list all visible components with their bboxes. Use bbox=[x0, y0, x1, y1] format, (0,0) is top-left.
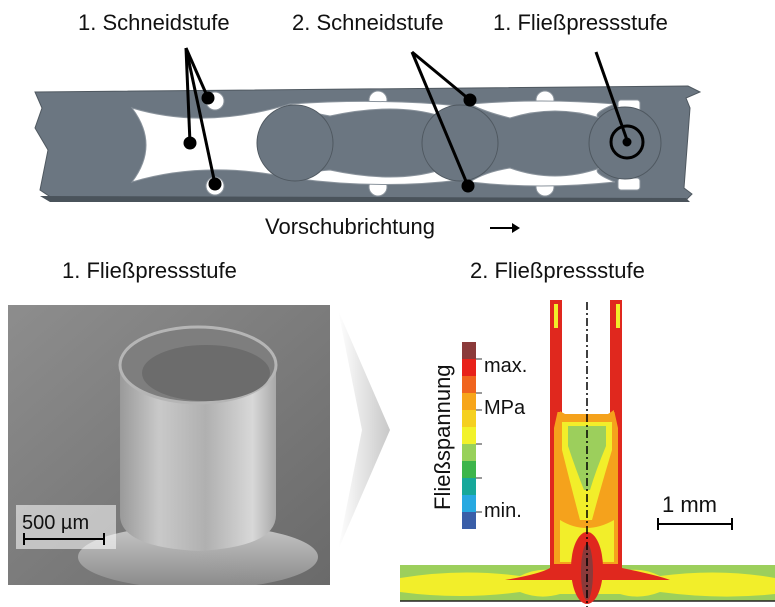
legend-title: Fließspannung bbox=[430, 364, 455, 510]
label-extrusion-stage-1: 1. Fließpressstufe bbox=[493, 10, 668, 35]
sem-photo: 500 µm bbox=[8, 305, 330, 585]
transition-arrow-icon bbox=[338, 310, 390, 550]
legend-swatch-2 bbox=[462, 376, 476, 393]
legend-swatch-6 bbox=[462, 444, 476, 461]
extrusion-marker-circle bbox=[609, 124, 645, 160]
legend-swatch-3 bbox=[462, 393, 476, 410]
legend-max-label: max. bbox=[484, 355, 527, 377]
cutout-slot-bottom bbox=[617, 177, 641, 191]
legend-swatch-5 bbox=[462, 427, 476, 444]
label-cut-stage-1: 1. Schneidstufe bbox=[78, 10, 230, 35]
legend-swatch-10 bbox=[462, 512, 476, 529]
blank-disc-1 bbox=[256, 104, 334, 182]
legend-swatch-9 bbox=[462, 495, 476, 512]
label-cut-stage-2: 2. Schneidstufe bbox=[292, 10, 444, 35]
photo-scalebar-label: 500 µm bbox=[22, 512, 89, 534]
legend-unit-label: MPa bbox=[484, 397, 526, 419]
photo-title: 1. Fließpressstufe bbox=[62, 258, 237, 283]
strip-layout-drawing: Vorschubrichtung bbox=[34, 47, 702, 239]
legend-swatch-0 bbox=[462, 342, 476, 359]
legend-swatch-8 bbox=[462, 478, 476, 495]
fem-simulation: Fließspannung max. MPa min. 1 mm bbox=[400, 300, 775, 607]
feed-direction-arrow-icon bbox=[490, 223, 520, 233]
legend-swatch-4 bbox=[462, 410, 476, 427]
simulation-scalebar-label: 1 mm bbox=[662, 492, 717, 517]
legend-min-label: min. bbox=[484, 500, 522, 522]
scalebar-box bbox=[16, 505, 116, 549]
legend-swatch-1 bbox=[462, 359, 476, 376]
legend-color-bar bbox=[462, 342, 482, 529]
simulation-title: 2. Fließpressstufe bbox=[470, 258, 645, 283]
feed-direction-label: Vorschubrichtung bbox=[265, 214, 435, 239]
legend-swatch-7 bbox=[462, 461, 476, 478]
